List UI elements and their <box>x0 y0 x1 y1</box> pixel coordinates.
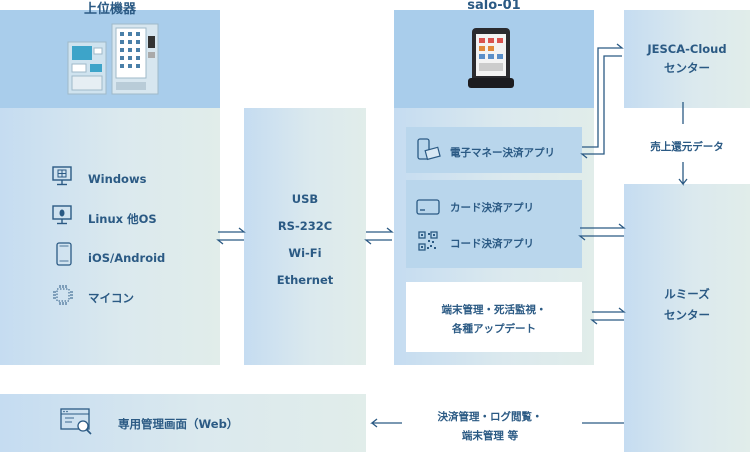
web-arrow-line2: 端末管理 等 <box>461 430 519 442</box>
emoney-app-label: 電子マネー決済アプリ <box>450 147 555 159</box>
payment-terminal-icon <box>468 28 514 88</box>
tablet-icon <box>56 242 72 266</box>
card-app-label: カード決済アプリ <box>450 202 534 214</box>
arrow-mgmt-lumiiz <box>590 307 626 325</box>
interface-ethernet: Ethernet <box>276 273 334 287</box>
lumiiz-line2: センター <box>664 308 710 322</box>
arrow-card-lumiiz <box>578 223 626 241</box>
arrow-lumiiz-web <box>370 418 624 428</box>
vending-machine-icon <box>111 23 159 95</box>
host-item-microcontroller: マイコン <box>88 291 134 305</box>
interface-rs232c: RS-232C <box>277 219 333 233</box>
mgmt-box <box>406 282 582 352</box>
chip-icon <box>53 285 73 305</box>
host-header-band <box>0 10 220 108</box>
web-label: 専用管理画面（Web） <box>118 417 239 431</box>
desktop-icon <box>52 166 72 186</box>
card-code-app-box <box>406 180 582 268</box>
jesca-line2: センター <box>664 61 710 75</box>
salo-title: salo-01 <box>467 0 521 13</box>
jesca-line1: JESCA-Cloud <box>647 42 727 56</box>
host-item-ios-android: iOS/Android <box>88 251 166 265</box>
qr-code-icon <box>418 231 438 251</box>
mgmt-line1: 端末管理・死活監視・ <box>441 304 547 316</box>
browser-search-icon <box>60 408 92 435</box>
interface-panel <box>244 108 366 365</box>
mgmt-line2: 各種アップデート <box>452 323 536 335</box>
credit-card-icon <box>416 199 440 215</box>
arrow-jesca-lumiiz <box>678 102 688 186</box>
arrow-host-interface <box>216 227 246 245</box>
interface-wifi: Wi-Fi <box>288 246 322 260</box>
host-item-linux: Linux 他OS <box>88 212 157 226</box>
arrow-interface-salo <box>364 227 394 245</box>
smartphone-card-icon <box>417 138 441 161</box>
host-title: 上位機器 <box>83 2 136 17</box>
web-arrow-line1: 決済管理・ログ閲覧・ <box>437 411 543 423</box>
kiosk-icon <box>67 41 107 95</box>
code-app-label: コード決済アプリ <box>450 238 534 250</box>
lumiiz-panel <box>624 184 750 452</box>
linux-desktop-icon <box>52 205 72 225</box>
sales-data-label: 売上還元データ <box>650 141 724 153</box>
lumiiz-line1: ルミーズ <box>664 287 710 301</box>
interface-usb: USB <box>291 192 319 206</box>
jesca-panel <box>624 10 750 108</box>
host-item-windows: Windows <box>88 172 147 186</box>
arrow-emoney-jesca <box>580 43 624 159</box>
